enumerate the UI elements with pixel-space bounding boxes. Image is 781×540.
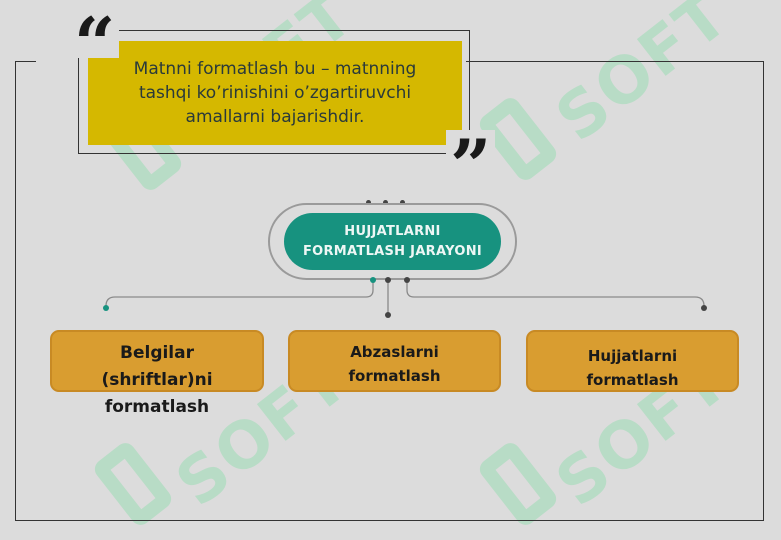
branch-line: Belgilar [120,343,194,363]
connector-left [105,281,374,307]
connector-right [406,281,705,307]
branch-line: Hujjatlarni [587,347,678,365]
branch-line: formatlash [104,397,210,417]
open-quote-icon: “ [70,8,120,58]
quote-text-box: Matnni formatlash bu – matnning tashqi k… [88,41,462,145]
connector-dot-icon [404,277,410,283]
quote-line: amallarni bajarishdir. [185,107,365,127]
connector-end-dot-icon [103,305,109,311]
dot-icon [400,200,405,205]
connector-end-dot-icon [701,305,707,311]
branch-line: (shriftlar)ni [101,370,213,390]
decorative-dots [366,200,405,205]
quote-line: Matnni formatlash bu – matnning [133,59,417,79]
center-node-outline [268,203,517,280]
quote-border [78,30,470,154]
branch-line: formatlash [586,371,679,389]
center-node-line: FORMATLASH JARAYONI [302,243,483,259]
branch-box-abzaslar: Abzaslarni formatlash [288,330,501,392]
quote-line: tashqi ko’rinishini o’zgartiruvchi [138,83,412,103]
dot-icon [383,200,388,205]
connector-dot-icon [370,277,376,283]
dot-icon [366,200,371,205]
connector-end-dot-icon [385,312,391,318]
connector-dot-icon [385,277,391,283]
center-node: HUJJATLARNI FORMATLASH JARAYONI [284,213,501,270]
branch-line: formatlash [348,367,441,385]
branch-box-hujjatlar: Hujjatlarni formatlash [526,330,739,392]
close-quote-icon: ” [446,130,496,178]
branch-box-belgilar: Belgilar (shriftlar)ni formatlash [50,330,264,417]
center-node-line: HUJJATLARNI [344,223,441,239]
branch-line: Abzaslarni [350,343,439,361]
